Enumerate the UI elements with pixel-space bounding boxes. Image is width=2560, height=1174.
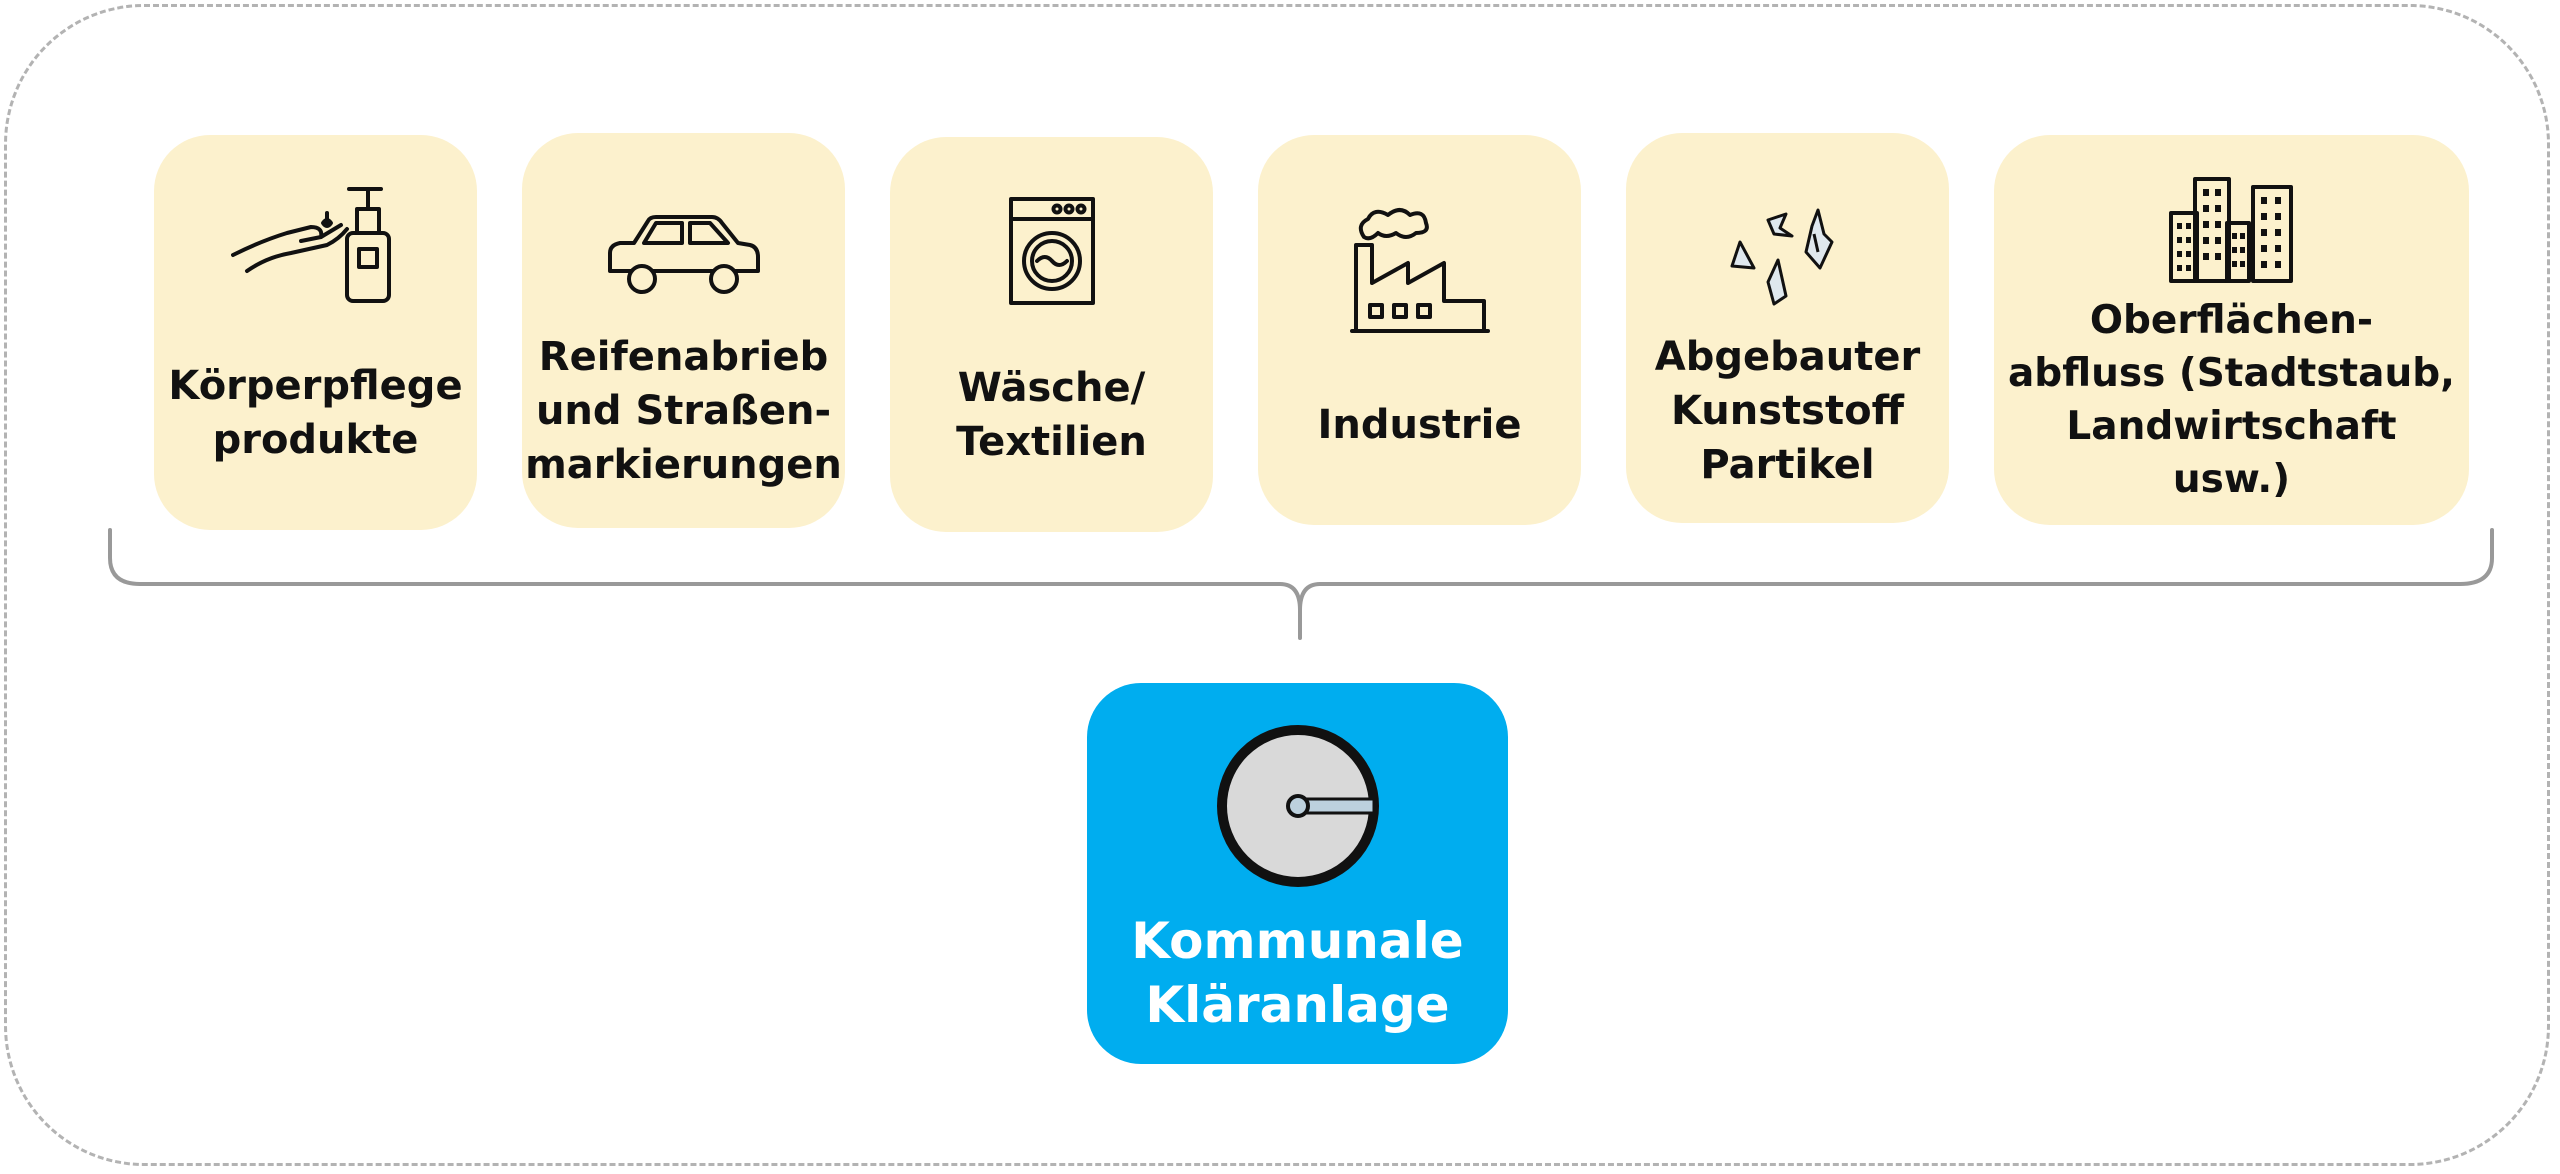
source-label: Körperpflege produkte	[168, 362, 463, 463]
source-card-koerperpflege: Körperpflege produkte	[154, 135, 477, 530]
hand-soap-dispenser-icon	[230, 187, 391, 303]
factory-icon	[1349, 208, 1490, 333]
clarifier-tank-icon	[1216, 725, 1379, 887]
source-card-industrie: Industrie	[1258, 135, 1581, 525]
source-label: Oberflächen- abfluss (Stadtstaub, Landwi…	[2007, 298, 2455, 502]
source-label: Wäsche/ Textilien	[956, 364, 1147, 465]
target-label: Kommunale Kläranlage	[1131, 912, 1464, 1034]
plastic-fragments-icon	[1730, 208, 1833, 306]
city-buildings-icon	[2168, 177, 2293, 283]
source-label: Reifenabrieb und Straßen- markierungen	[525, 333, 842, 488]
source-card-oberflaechen: Oberflächen- abfluss (Stadtstaub, Landwi…	[1994, 135, 2469, 525]
source-label: Abgebauter Kunststoff Partikel	[1654, 333, 1921, 488]
washing-machine-icon	[1008, 197, 1095, 305]
target-card-klaeranlage: Kommunale Kläranlage	[1087, 683, 1508, 1064]
source-card-waesche: Wäsche/ Textilien	[890, 137, 1213, 532]
source-card-reifenabrieb: Reifenabrieb und Straßen- markierungen	[522, 133, 845, 528]
source-label: Industrie	[1317, 402, 1522, 448]
diagram-frame	[4, 4, 2550, 1166]
source-card-kunststoff: Abgebauter Kunststoff Partikel	[1626, 133, 1949, 523]
car-icon	[607, 215, 760, 294]
grouping-bracket	[108, 528, 2494, 640]
